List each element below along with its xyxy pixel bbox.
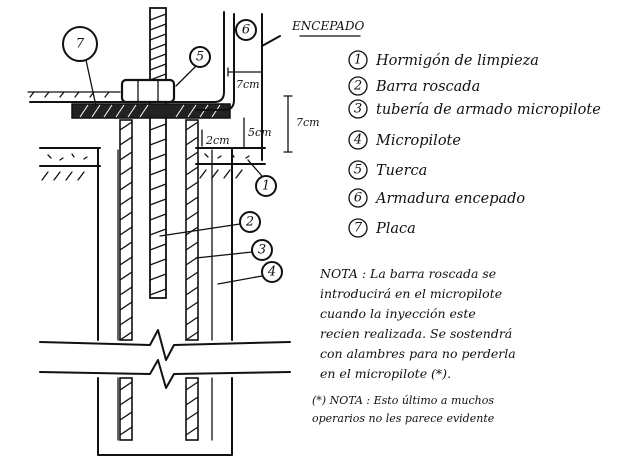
legend-text-7: Placa [375,221,416,237]
tube-hatch [119,121,199,436]
legend-num-1: 1 [354,53,362,68]
callout-circle-1 [255,175,277,197]
legend-circle-3 [348,99,368,119]
lean-concrete-right [195,147,266,165]
callout-leader-4 [217,275,263,285]
note-line-6: en el micropilote (*). [320,366,451,381]
lean-concrete-left [39,147,101,167]
break-line-top [39,329,291,361]
note-line-5: con alambres para no perderla [320,346,516,361]
cross-section-drawing [27,7,361,456]
legend-num-7: 7 [354,221,363,236]
note-block: NOTA : La barra roscada se introducirá e… [319,266,516,381]
legend-circle-2 [348,76,368,96]
legend-text-6: Armadura encepado [374,191,525,207]
note-line-2: introducirá en el micropilote [320,286,502,301]
plate [71,103,231,119]
callout-circle-3 [251,239,273,261]
legend-circle-7 [348,218,368,238]
header-label: ENCEPADO [291,19,364,33]
callout-label-1: 1 [262,179,270,194]
cap-reinforcement-inner [195,13,235,111]
legend-text-2: Barra roscada [375,79,480,95]
legend-num-5: 5 [354,163,362,178]
note-line-4: recien realizada. Se sostendrá [320,326,512,341]
threaded-bar [149,7,167,299]
note-line-1: NOTA : La barra roscada se [319,266,496,281]
callout-leader-7 [85,59,97,107]
legend-circle-5 [348,160,368,180]
legend-text-1: Hormigón de limpieza [375,53,539,69]
tube-wall-right-lower [185,377,199,441]
thread-marks [149,13,167,296]
nut [120,78,176,104]
legend-circle-6 [348,188,368,208]
legend: 1 Hormigón de limpieza 2 Barra roscada 3… [348,50,601,238]
ground-hatch [41,169,243,181]
legend-num-3: 3 [354,102,362,117]
dim-label-2cm: 2cm [205,134,230,147]
legend-circle-1 [348,50,368,70]
cap-dots [29,91,110,98]
legend-text-3: tubería de armado micropilote [376,102,601,118]
callout-label-3: 3 [258,243,266,258]
break-line-bottom [39,359,291,389]
callout-label-5: 5 [196,50,204,65]
callout-leader-3 [195,251,253,259]
tube-wall-left-lower [119,377,133,441]
legend-text-5: Tuerca [376,163,427,179]
cap-reinforcement [29,11,225,103]
lean-concrete-dots [47,153,250,161]
callout-circle-5 [189,46,211,68]
callout-leader-5 [175,65,197,87]
dim-label-7cm-top: 7cm [236,78,260,91]
legend-num-4: 4 [353,133,362,148]
dim-7cm-right [283,95,293,153]
callout-circle-4 [261,261,283,283]
callout-circle-7 [62,26,98,62]
footnote-line-1: (*) NOTA : Esto último a muchos [312,394,494,407]
callout-label-4: 4 [267,265,276,280]
callout-label-7: 7 [76,37,85,52]
callout-label-6: 6 [242,23,250,38]
tube-wall-left [119,119,133,341]
header-arrow [261,35,281,47]
legend-circle-4 [348,130,368,150]
note-line-3: cuando la inyección este [320,306,476,321]
dim-7cm-top [227,67,263,77]
callout-leader-1 [247,159,263,177]
callout-circle-6 [235,19,257,41]
callout-leader-2 [159,223,241,237]
legend-num-2: 2 [353,79,362,94]
micropile-outer-wall-left [97,147,233,456]
callouts: 7 5 6 1 2 3 4 [62,19,283,285]
nut-faces [137,79,159,103]
dim-label-5cm: 5cm [248,126,272,139]
footnote-block: (*) NOTA : Esto último a muchos operario… [312,394,495,425]
legend-text-4: Micropilote [375,133,461,149]
legend-num-6: 6 [354,191,362,206]
footnote-line-2: operarios no les parece evidente [312,412,495,425]
callout-label-2: 2 [245,215,254,230]
callout-circle-2 [239,211,261,233]
dim-label-7cm-right: 7cm [296,116,320,129]
